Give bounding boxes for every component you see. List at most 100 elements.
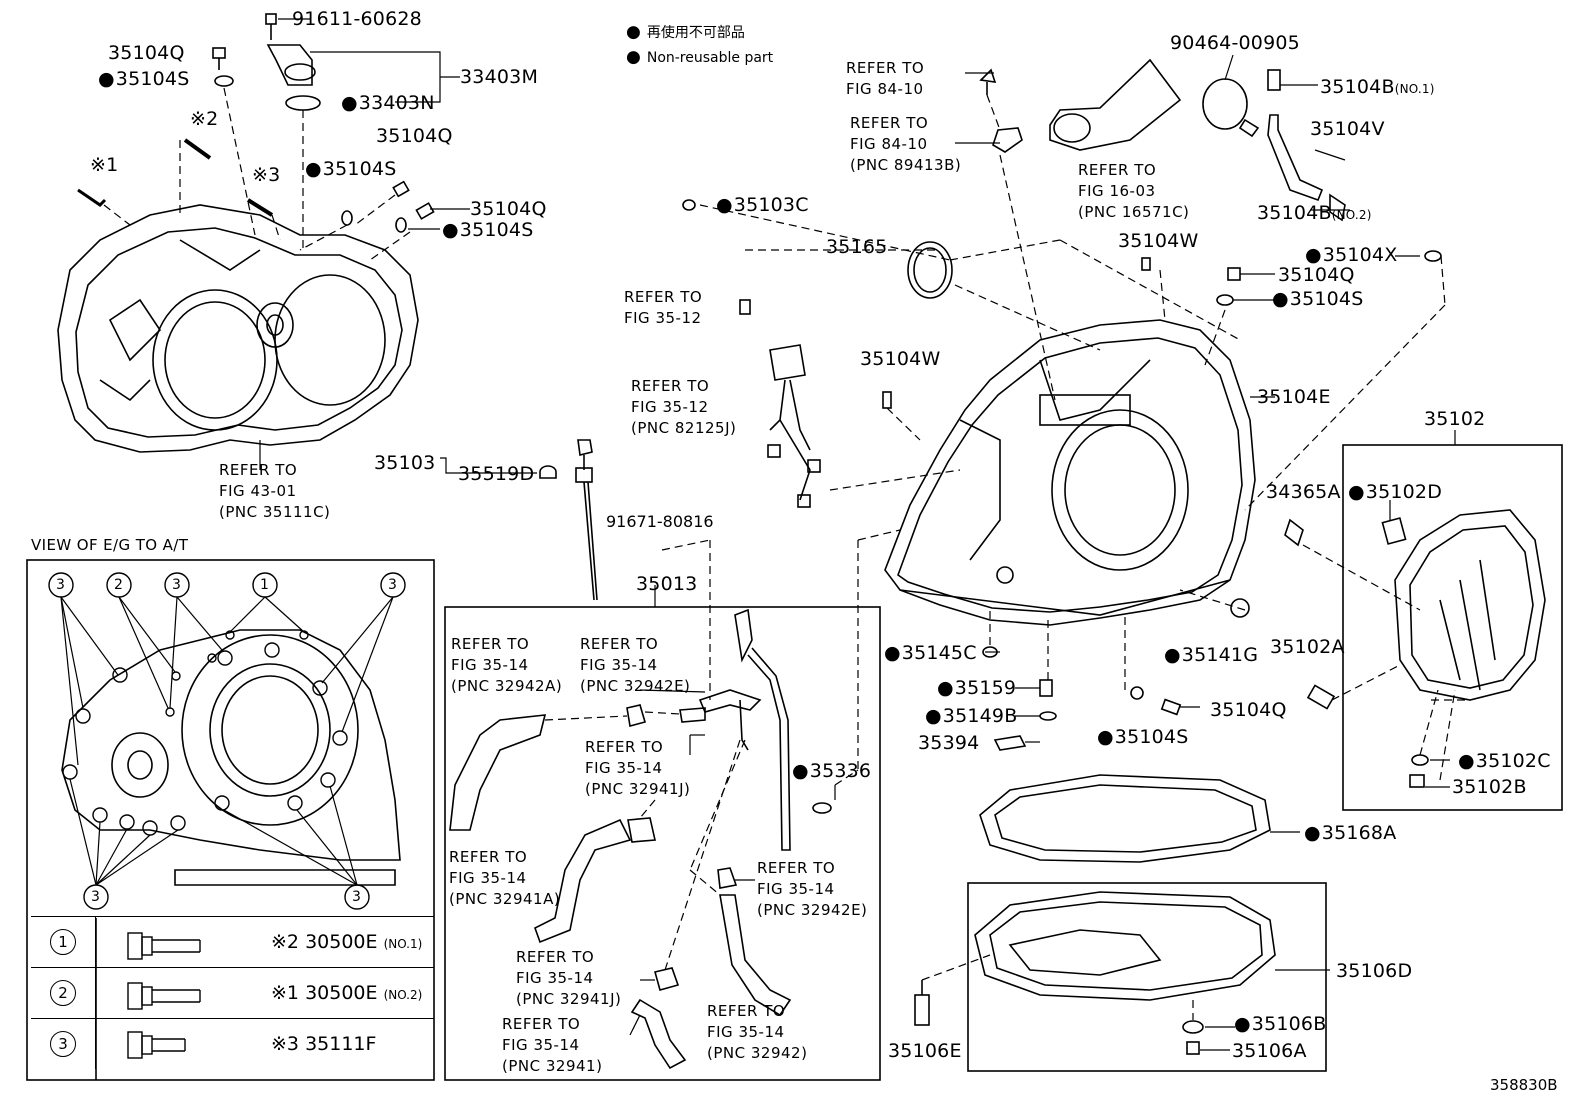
part-label-nonreusable: 35104S bbox=[442, 219, 534, 241]
refer-note: REFER TO FIG 35-14 (PNC 32941) bbox=[502, 1015, 603, 1075]
view-callout-3: 3 bbox=[352, 889, 361, 905]
view-callout-3: 3 bbox=[172, 577, 181, 593]
part-label: 35104Q bbox=[1210, 699, 1287, 721]
part-label: 34365A bbox=[1266, 481, 1341, 503]
bolt-part-number: 30500E bbox=[305, 982, 378, 1004]
part-label: 35102 bbox=[1424, 408, 1486, 430]
bolt-mark: ※3 bbox=[271, 1033, 300, 1055]
bolt-mark: ※2 bbox=[271, 931, 300, 953]
refer-note: REFER TO FIG 16-03 (PNC 16571C) bbox=[1078, 161, 1190, 221]
part-label: 35394 bbox=[918, 732, 980, 754]
dipstick bbox=[440, 439, 598, 601]
part-label: 35104Q bbox=[108, 42, 185, 64]
part-label: 33403M bbox=[460, 66, 539, 88]
part-label: 35104Q bbox=[470, 198, 547, 220]
view-callout-2: 2 bbox=[114, 577, 123, 593]
part-label-nonreusable: 35336 bbox=[792, 760, 871, 782]
part-label-nonreusable: 35102D bbox=[1348, 481, 1442, 503]
bolt-row-text: ※1 30500E (NO.2) bbox=[271, 982, 422, 1004]
wire-harness bbox=[682, 199, 821, 508]
part-label-nonreusable: 35103C bbox=[716, 194, 809, 216]
bolt-row-number: 1 bbox=[31, 917, 96, 967]
part-number: 35104B bbox=[1320, 76, 1395, 98]
part-label-nonreusable: 35159 bbox=[937, 677, 1016, 699]
part-label-nonreusable: 35141G bbox=[1164, 644, 1258, 666]
part-label: 90464-00905 bbox=[1170, 32, 1300, 54]
part-label: 35103 bbox=[374, 452, 436, 474]
top-left-fasteners bbox=[77, 13, 435, 233]
part-label-nonreusable: 35104S bbox=[98, 68, 190, 90]
part-label-nonreusable: 35104S bbox=[1097, 726, 1189, 748]
bolt-row-text: ※2 30500E (NO.1) bbox=[271, 931, 422, 953]
diagram-id: 358830B bbox=[1490, 1076, 1558, 1094]
oil-pan bbox=[914, 891, 1330, 1055]
view-callout-3: 3 bbox=[91, 889, 100, 905]
bolt-table: 1 ※2 30500E (NO.1) 2 ※1 30500E (NO.2) 3 … bbox=[31, 916, 434, 1069]
part-note: (NO.1) bbox=[1394, 82, 1435, 96]
part-label: 35104B(NO.2) bbox=[1257, 202, 1372, 224]
view-box bbox=[26, 559, 435, 1081]
view-callout-1: 1 bbox=[260, 577, 269, 593]
refer-note: REFER TO FIG 35-14 (PNC 32941J) bbox=[516, 948, 622, 1008]
mark-label: ※3 bbox=[252, 164, 281, 186]
refer-note: REFER TO FIG 35-14 (PNC 32941J) bbox=[585, 738, 691, 798]
bolt-row-number: 2 bbox=[31, 968, 96, 1018]
part-label: 35104V bbox=[1310, 118, 1385, 140]
view-callout-3: 3 bbox=[56, 577, 65, 593]
transaxle-housing bbox=[57, 204, 419, 453]
oil-pan-gasket bbox=[979, 774, 1300, 863]
part-label: 35102A bbox=[1270, 636, 1345, 658]
legend-row-en: ●Non-reusable part bbox=[626, 47, 773, 67]
non-reusable-dot-icon: ● bbox=[626, 47, 641, 67]
oil-cooler-leaders bbox=[544, 539, 859, 1036]
refer-note: REFER TO FIG 35-14 (PNC 32942A) bbox=[451, 635, 563, 695]
case-leaders bbox=[699, 54, 1446, 770]
part-label: 35104Q bbox=[376, 125, 453, 147]
legend-text-jp: 再使用不可部品 bbox=[646, 25, 745, 41]
view-callout-3: 3 bbox=[388, 577, 397, 593]
refer-note: REFER TO FIG 35-12 (PNC 82125J) bbox=[631, 377, 737, 437]
part-number: 35104B bbox=[1257, 202, 1332, 224]
bolt-note: (NO.2) bbox=[383, 988, 423, 1002]
view-illustration bbox=[48, 572, 406, 910]
bolt-mark: ※1 bbox=[271, 982, 300, 1004]
circled-number: 2 bbox=[50, 980, 76, 1006]
case-fasteners bbox=[979, 58, 1442, 751]
bolt-note: (NO.1) bbox=[383, 937, 423, 951]
part-label-nonreusable: 35168A bbox=[1304, 822, 1396, 844]
part-label: 35013 bbox=[636, 573, 698, 595]
refer-note: REFER TO FIG 43-01 (PNC 35111C) bbox=[219, 461, 331, 521]
part-note: (NO.2) bbox=[1331, 208, 1372, 222]
oil-pan-box bbox=[967, 882, 1327, 1072]
non-reusable-dot-icon: ● bbox=[626, 22, 641, 42]
part-label: 91671-80816 bbox=[606, 512, 714, 531]
part-label: 35165 bbox=[826, 236, 888, 258]
part-label-nonreusable: 35149B bbox=[925, 705, 1017, 727]
mark-label: ※1 bbox=[90, 154, 119, 176]
bolt-part-number: 35111F bbox=[305, 1033, 377, 1055]
part-label: 35106A bbox=[1232, 1040, 1307, 1062]
part-label: 35104W bbox=[1118, 230, 1199, 252]
refer-note: REFER TO FIG 35-14 (PNC 32942E) bbox=[580, 635, 691, 695]
bolt-row: 1 ※2 30500E (NO.1) bbox=[31, 917, 434, 968]
part-label-nonreusable: 35106B bbox=[1234, 1013, 1326, 1035]
side-cover-leaders bbox=[1302, 430, 1465, 788]
refer-note: REFER TO FIG 35-14 (PNC 32942E) bbox=[757, 859, 868, 919]
part-label-nonreusable: 33403N bbox=[341, 92, 435, 114]
part-label: 35102B bbox=[1452, 776, 1527, 798]
part-label: 35106D bbox=[1336, 960, 1413, 982]
bolt-row-number: 3 bbox=[31, 1019, 96, 1069]
bolt-part-number: 30500E bbox=[305, 931, 378, 953]
bolt-table-bolts bbox=[127, 932, 201, 1059]
part-label: 35106E bbox=[888, 1040, 962, 1062]
part-label: 91611-60628 bbox=[292, 8, 422, 30]
part-label: 35104B(NO.1) bbox=[1320, 76, 1435, 98]
view-title: VIEW OF E/G TO A/T bbox=[31, 536, 189, 554]
part-label-nonreusable: 35104X bbox=[1305, 244, 1397, 266]
transmission-case bbox=[882, 241, 1256, 626]
part-label-nonreusable: 35104S bbox=[1272, 288, 1364, 310]
part-label-nonreusable: 35104S bbox=[305, 158, 397, 180]
side-cover bbox=[1284, 509, 1546, 788]
